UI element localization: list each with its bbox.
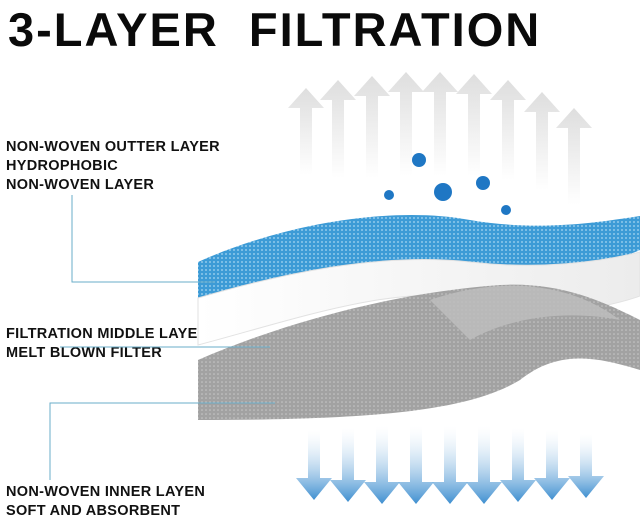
outer-layer-label-line: NON-WOVEN OUTTER LAYER — [6, 139, 220, 155]
outer-layer-label-line: NON-WOVEN LAYER — [6, 177, 155, 193]
droplet-icon — [384, 190, 394, 200]
arrow-down-icon — [568, 434, 604, 498]
inner-leader-line — [49, 402, 275, 480]
outer-layer-label-line: HYDROPHOBIC — [6, 158, 119, 174]
outer-layer-label: NON-WOVEN OUTTER LAYER HYDROPHOBIC NON-W… — [6, 138, 220, 195]
droplet-icon — [476, 176, 490, 190]
inner-layer-fold — [430, 285, 620, 340]
arrow-down-icon — [432, 426, 468, 504]
inner-layer-label-line: NON-WOVEN INNER LAYEN — [6, 484, 206, 500]
arrow-up-icon — [320, 80, 356, 178]
outer-leader-line — [71, 195, 215, 283]
diagram-title: 3-LAYER FILTRATION — [8, 3, 542, 56]
arrow-down-icon — [500, 428, 536, 502]
arrow-down-icon — [398, 426, 434, 504]
arrow-up-icon — [388, 72, 424, 176]
inner-layer-label-line: SOFT AND ABSORBENT — [6, 503, 181, 519]
arrow-up-icon — [456, 74, 492, 176]
droplet-icon — [501, 205, 511, 215]
arrow-up-icon — [556, 108, 592, 205]
middle-layer-label-line: FILTRATION MIDDLE LAYER — [6, 326, 209, 342]
incoming-air-arrows — [296, 426, 604, 504]
arrow-down-icon — [466, 426, 502, 504]
middle-layer-label-line: MELT BLOWN FILTER — [6, 345, 162, 361]
middle-layer-label: FILTRATION MIDDLE LAYER MELT BLOWN FILTE… — [6, 325, 208, 363]
inner-layer-label: NON-WOVEN INNER LAYEN SOFT AND ABSORBENT — [6, 483, 205, 521]
arrow-up-icon — [490, 80, 526, 180]
droplet-icon — [434, 183, 452, 201]
leader-lines — [49, 195, 275, 480]
arrow-down-icon — [330, 428, 366, 502]
arrow-up-icon — [288, 88, 324, 175]
arrow-up-icon — [524, 92, 560, 190]
arrow-down-icon — [296, 430, 332, 500]
arrow-up-icon — [354, 76, 390, 178]
middle-layer-fabric — [197, 251, 640, 346]
outgoing-air-arrows — [288, 72, 592, 205]
water-droplets — [384, 153, 511, 215]
arrow-down-icon — [534, 430, 570, 500]
arrow-up-icon — [422, 72, 458, 176]
arrow-down-icon — [364, 426, 400, 504]
droplet-icon — [412, 153, 426, 167]
